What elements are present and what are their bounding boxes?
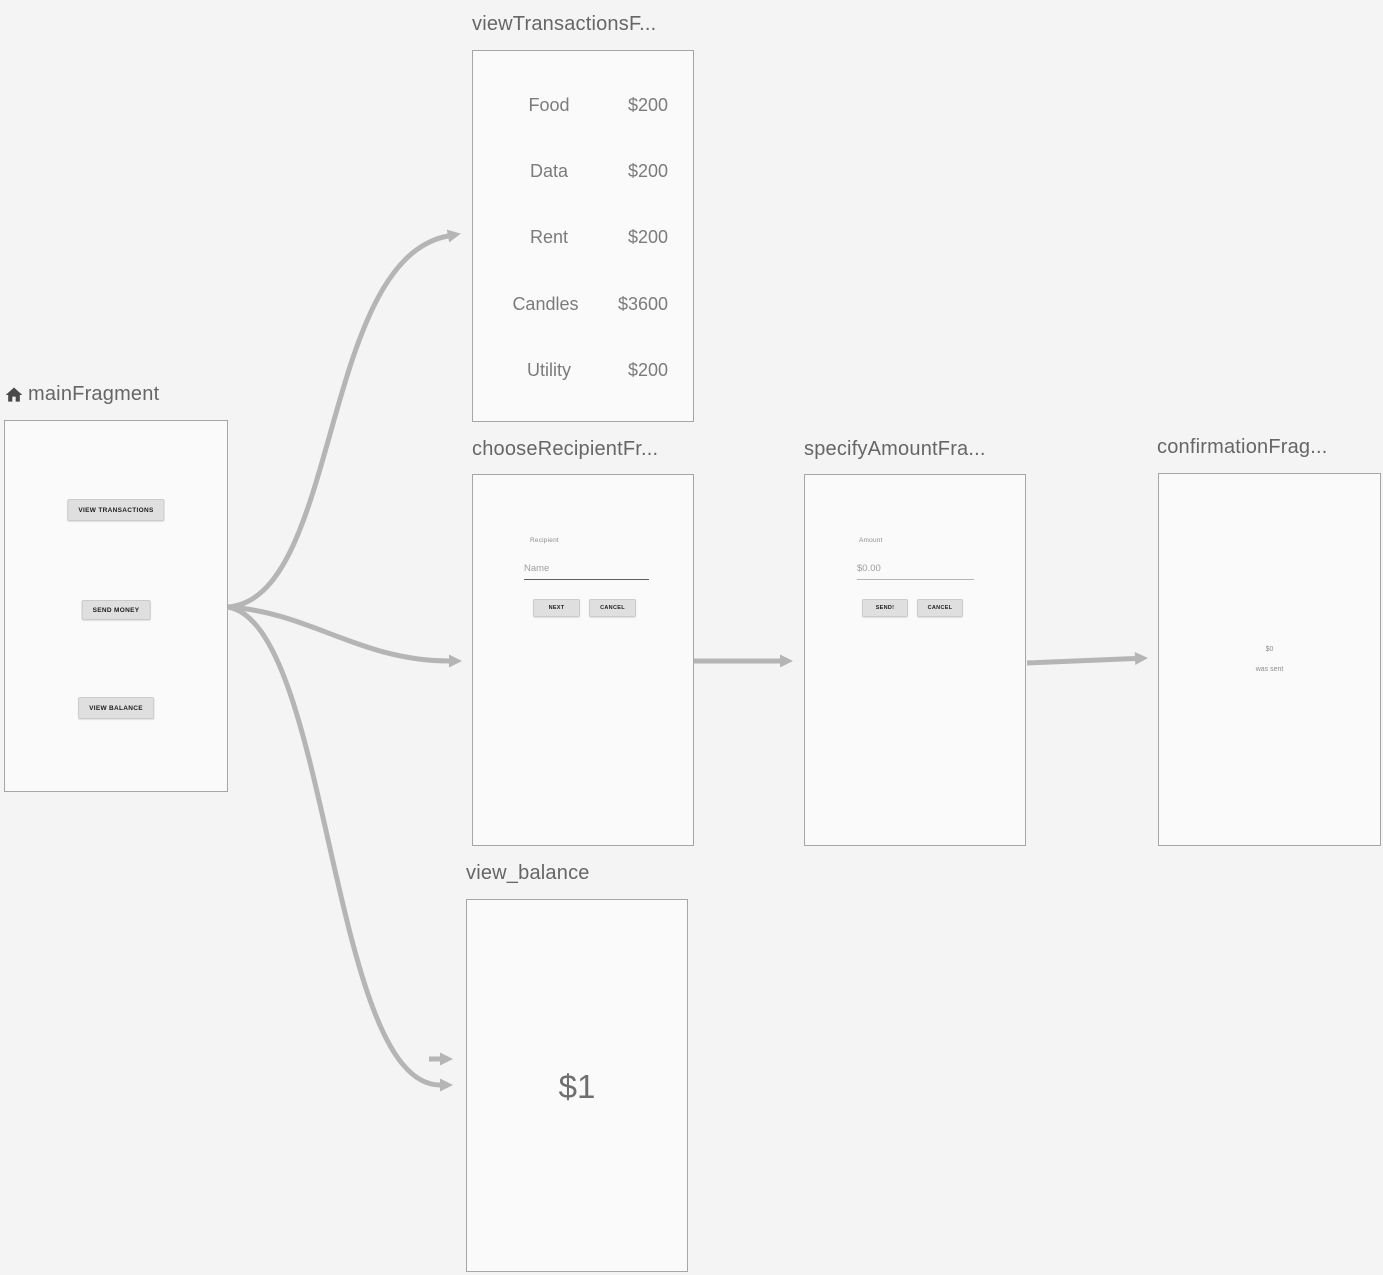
confirmation-amount: $0 [1265, 646, 1274, 653]
fragment-title-choose-recipient[interactable]: chooseRecipientFr... [472, 438, 659, 460]
transaction-row: Food $200 [473, 72, 693, 138]
fragment-card-confirmation[interactable]: $0 was sent [1158, 473, 1381, 846]
fragment-card-specify-amount[interactable]: Amount SEND! CANCEL [804, 474, 1026, 846]
action-arrow-specify-amount-to-confirmation[interactable] [1026, 652, 1148, 666]
transaction-amount: $3600 [617, 293, 668, 314]
fragment-title-main[interactable]: mainFragment [4, 383, 159, 406]
fragment-card-main[interactable]: VIEW TRANSACTIONS SEND MONEY VIEW BALANC… [4, 420, 228, 792]
home-icon [5, 387, 23, 402]
fragment-title-confirmation[interactable]: confirmationFrag... [1157, 436, 1328, 458]
fragment-card-view-transactions[interactable]: Food $200 Data $200 Rent $200 Candles $3… [472, 50, 694, 422]
send-button[interactable]: SEND! [862, 599, 908, 617]
confirmation-message: was sent [1255, 666, 1284, 673]
fragment-card-view-balance[interactable]: $1 [466, 899, 688, 1272]
transaction-label: Food [528, 94, 570, 115]
view-balance-button[interactable]: VIEW BALANCE [78, 697, 154, 719]
transaction-row: Utility $200 [473, 338, 693, 404]
amount-field-label: Amount [859, 537, 883, 544]
transaction-row: Rent $200 [473, 205, 693, 271]
send-money-button[interactable]: SEND MONEY [81, 600, 151, 620]
transaction-label: Data [529, 161, 569, 182]
cancel-button[interactable]: CANCEL [589, 599, 636, 617]
action-arrow-main-to-choose-recipient[interactable] [227, 604, 462, 668]
balance-text: $1 [558, 1068, 596, 1105]
transaction-amount: $200 [627, 94, 668, 115]
transaction-label: Utility [527, 360, 571, 381]
fragment-title-main-label: mainFragment [28, 383, 160, 405]
action-arrow-main-to-view-balance[interactable] [227, 604, 453, 1092]
recipient-name-input[interactable] [524, 562, 649, 580]
transaction-label: Rent [529, 227, 569, 248]
amount-input[interactable] [857, 562, 974, 580]
next-button[interactable]: NEXT [533, 599, 580, 617]
fragment-title-specify-amount[interactable]: specifyAmountFra... [804, 438, 986, 460]
fragment-title-view-balance[interactable]: view_balance [466, 862, 590, 884]
transaction-amount: $200 [627, 227, 668, 248]
recipient-field-label: Recipient [530, 537, 559, 544]
fragment-title-view-transactions[interactable]: viewTransactionsF... [472, 13, 657, 35]
transaction-amount: $200 [627, 161, 668, 182]
fragment-card-choose-recipient[interactable]: Recipient NEXT CANCEL [472, 474, 694, 846]
transaction-row: Candles $3600 [473, 271, 693, 337]
transaction-amount: $200 [627, 360, 668, 381]
view-transactions-button[interactable]: VIEW TRANSACTIONS [67, 499, 165, 521]
action-arrow-main-to-view-transactions[interactable] [227, 229, 461, 610]
transaction-row: Data $200 [473, 138, 693, 204]
transactions-list: Food $200 Data $200 Rent $200 Candles $3… [473, 72, 693, 404]
transaction-label: Candles [512, 293, 579, 314]
cancel-button[interactable]: CANCEL [917, 599, 963, 617]
